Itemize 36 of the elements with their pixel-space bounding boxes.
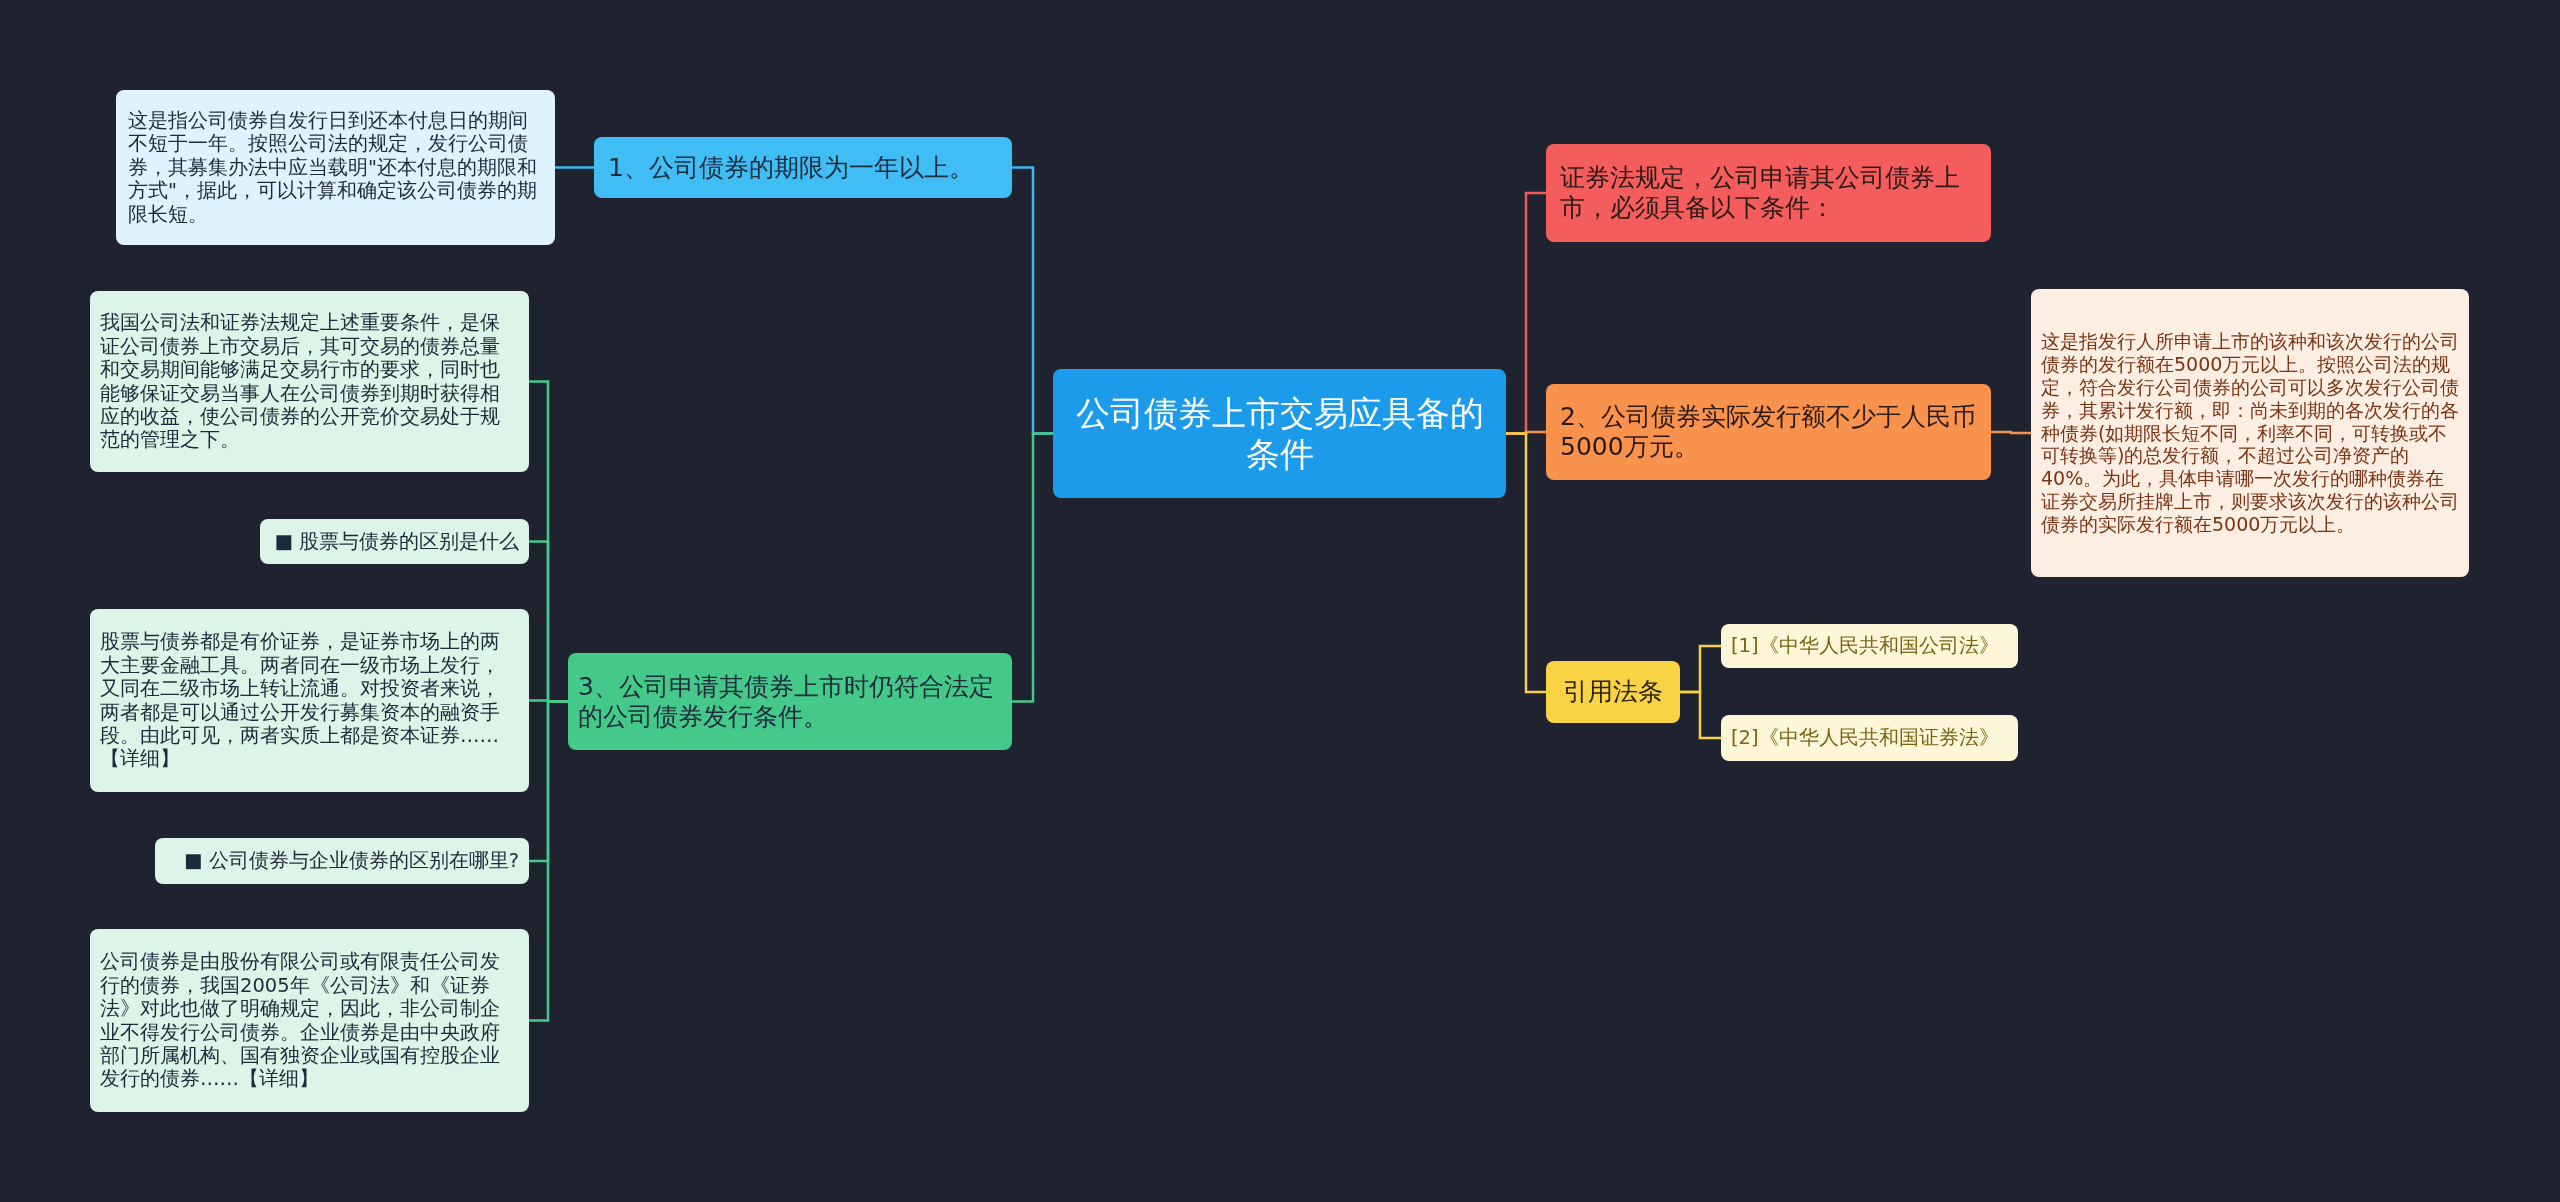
topic-text: [2]《中华人民共和国证券法》 [1731, 726, 2000, 750]
topic-text: 证券法规定，公司申请其公司债券上市，必须具备以下条件： [1560, 163, 1961, 223]
connector-line [529, 700, 568, 1022]
topic-text: 1、公司债券的期限为一年以上。 [608, 152, 975, 183]
connector-line [1680, 690, 1721, 740]
topic-text: 公司债券是由股份有限公司或有限责任公司发行的债券，我国2005年《公司法》和《证券法》对此也做了明确规定，因此，非公司制企业不得发行公司债券。企业债券是由中央政府部门所属机构、国有独资企业或国有控股企业发行的债券……【详细】 [100, 950, 501, 1091]
topic-text: [1]《中华人民共和国公司法》 [1731, 634, 2000, 658]
branch-topic [1546, 144, 1991, 242]
note-card [90, 929, 529, 1112]
link-topic [155, 838, 529, 884]
note-card [90, 609, 529, 792]
topic-text: 引用法条 [1562, 677, 1664, 707]
topic-text: ■ 公司债券与企业债券的区别在哪里? [183, 849, 519, 873]
reference-topic [1721, 624, 2018, 668]
note-card [90, 291, 529, 472]
topic-text: 2、公司债券实际发行额不少于人民币5000万元。 [1560, 402, 1977, 462]
link-topic [260, 519, 529, 564]
branch-topic [1546, 661, 1680, 723]
reference-topic [1721, 715, 2018, 761]
topic-text: 这是指发行人所申请上市的该种和该次发行的公司债券的发行额在5000万元以上。按照公司法的规定，符合发行公司债券的公司可以多次发行公司债券，其累计发行额，即：尚未到期的各次发行的各种债券(如期限长短不同，利率不同，可转换或不可转换等)的总发行额，不超过公司净资产的40%。为此，具体申请哪一次发行的哪种债券在证券交易所挂牌上市，则要求该次发行的该种公司债券的实际发行额在5000万元以上。 [2041, 330, 2459, 536]
connector-line [1991, 430, 2031, 435]
branch-topic [594, 137, 1012, 198]
connector-line [555, 166, 594, 169]
topic-text: 3、公司申请其债券上市时仍符合法定的公司债券发行条件。 [578, 671, 995, 732]
connector-line [1012, 432, 1053, 703]
topic-text: 股票与债券都是有价证券，是证券市场上的两大主要金融工具。两者同在一级市场上发行，又同在二级市场上转让流通。对投资者来说，两者都是可以通过公开发行募集资本的融资手段。由此可见，两者实质上都是资本证券……【详细】 [100, 630, 501, 771]
topic-text: ■ 股票与债券的区别是什么 [273, 529, 519, 554]
note-card [2031, 289, 2469, 577]
topic-text: 这是指公司债券自发行日到还本付息日的期间不短于一年。按照公司法的规定，发行公司债券，其募集办法中应当载明"还本付息的期限和方式"，据此，可以计算和确定该公司债券的期限长短。 [128, 109, 538, 226]
note-card [116, 90, 555, 245]
topic-text: 公司债券上市交易应具备的条件 [1074, 392, 1485, 475]
branch-topic [1546, 384, 1991, 480]
branch-topic [568, 653, 1012, 750]
connector-line [1506, 432, 1546, 694]
topic-text: 我国公司法和证券法规定上述重要条件，是保证公司债券上市交易后，其可交易的债券总量和交易期间能够满足交易行市的要求，同时也能够保证交易当事人在公司债券到期时获得相应的收益，使公司债券的公开竞价交易处于规范的管理之下。 [100, 311, 501, 452]
central-topic [1053, 369, 1506, 498]
